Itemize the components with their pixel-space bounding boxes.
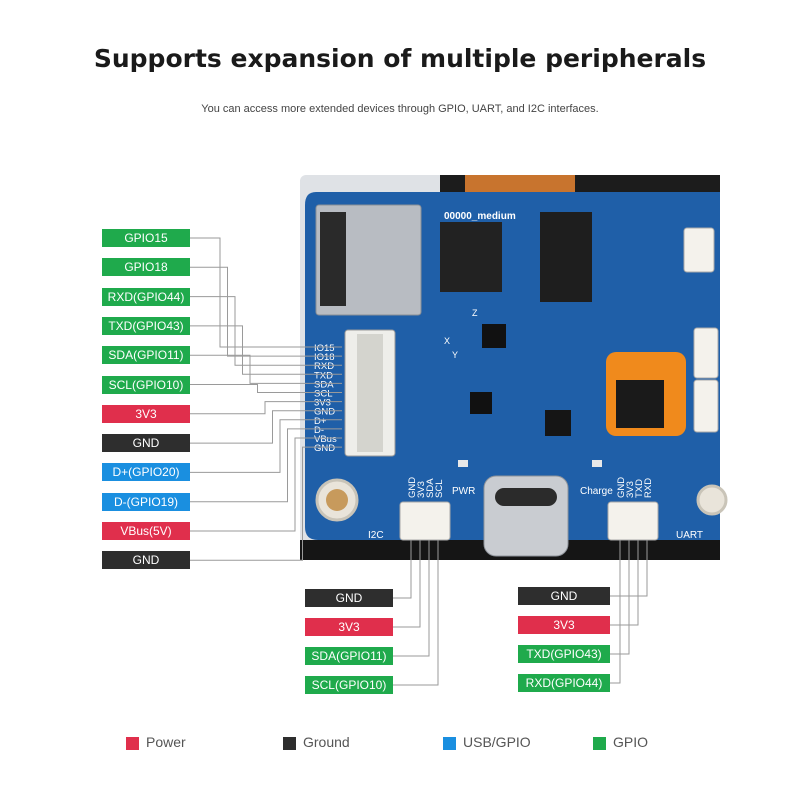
silk-charge-label: Charge xyxy=(580,486,613,497)
small-chip-b xyxy=(545,410,571,436)
left_pins-pin-label: 3V3 xyxy=(102,404,190,423)
silk-left-text: RXD xyxy=(314,361,334,372)
silk-uart-label: UART xyxy=(676,530,703,541)
leader-line xyxy=(190,410,342,444)
legend-label: USB/GPIO xyxy=(463,734,531,750)
silk-left-text: SDA xyxy=(314,379,334,390)
silk-axis-x: X xyxy=(444,336,450,346)
leader-line xyxy=(610,540,639,626)
left_pins-pin-label: SCL(GPIO10) xyxy=(102,375,190,394)
small-chip-a xyxy=(470,392,492,414)
silk-left-text: GND xyxy=(314,407,335,418)
left_pins-pin-label: GND xyxy=(102,551,190,570)
leader-line xyxy=(610,540,621,684)
leader-line xyxy=(393,540,412,599)
leader-line xyxy=(190,354,342,384)
leader-line xyxy=(190,237,342,348)
pwr-led xyxy=(458,460,468,467)
left_pins-pin-label: GPIO18 xyxy=(102,258,190,277)
leader-line xyxy=(393,540,439,686)
i2c_pins-pin-label: SCL(GPIO10) xyxy=(305,676,393,694)
leader-line xyxy=(190,266,342,357)
left_pins-pin-label: SDA(GPIO11) xyxy=(102,346,190,365)
legend-label: Ground xyxy=(303,734,350,750)
imu-chip xyxy=(482,324,506,348)
flash-chip xyxy=(440,222,502,292)
silk-left-text: TXD xyxy=(314,370,333,381)
page-title: Supports expansion of multiple periphera… xyxy=(93,44,707,73)
legend-swatch xyxy=(126,737,139,750)
charge-led xyxy=(592,460,602,467)
silk-pwr-label: PWR xyxy=(452,486,475,497)
uart_pins-pin-label: 3V3 xyxy=(518,616,610,634)
left_pins-pin-label: TXD(GPIO43) xyxy=(102,316,190,335)
leader-line xyxy=(610,540,630,655)
leader-line xyxy=(190,446,342,561)
legend-swatch xyxy=(443,737,456,750)
silk-left-text: SCL xyxy=(314,389,332,400)
fpc-header-slot xyxy=(357,334,383,452)
leader-line xyxy=(190,419,342,473)
leader-line xyxy=(610,540,648,597)
right-connector-top xyxy=(683,227,715,273)
mounting-hole-inner xyxy=(326,489,348,511)
silk-i2c-text: SDA xyxy=(425,478,436,498)
legend-swatch xyxy=(283,737,296,750)
uart_pins-pin-label: TXD(GPIO43) xyxy=(518,645,610,663)
silk-left-text: GND xyxy=(314,443,335,454)
left_pins-pin-label: RXD(GPIO44) xyxy=(102,287,190,306)
leader-line xyxy=(190,384,342,393)
silk-left-text: D- xyxy=(314,425,324,436)
silk-axis-z: Z xyxy=(472,308,478,318)
leader-line xyxy=(393,540,421,628)
leader-line xyxy=(190,296,342,366)
i2c_pins-pin-label: 3V3 xyxy=(305,618,393,636)
silk-uart-text: GND xyxy=(616,477,627,498)
left_pins-pin-label: D+(GPIO20) xyxy=(102,463,190,482)
uart_pins-pin-label: GND xyxy=(518,587,610,605)
left_pins-pin-label: VBus(5V) xyxy=(102,522,190,540)
right-connector-mid xyxy=(693,327,719,379)
legend-label: Power xyxy=(146,734,186,750)
silk-left-text: IO18 xyxy=(314,352,335,363)
i2c-connector xyxy=(399,501,451,541)
silk-left-text: VBus xyxy=(314,434,337,445)
silk-i2c-text: GND xyxy=(407,477,418,498)
usb-c-opening xyxy=(495,488,557,506)
leader-line xyxy=(190,437,342,532)
charger-chip xyxy=(616,380,664,428)
silk-left-text: 3V3 xyxy=(314,398,331,409)
page-subtitle: You can access more extended devices thr… xyxy=(201,103,599,115)
legend-label: GPIO xyxy=(613,734,649,750)
i2c_pins-pin-label: SDA(GPIO11) xyxy=(305,647,393,665)
i2c_pins-pin-label: GND xyxy=(305,589,393,607)
silk-uart-text: 3V3 xyxy=(625,481,636,498)
right-connector-low xyxy=(693,379,719,433)
leader-line xyxy=(190,401,342,415)
silk-i2c-text: 3V3 xyxy=(416,481,427,498)
left_pins-pin-label: GND xyxy=(102,434,190,453)
legend-swatch xyxy=(593,737,606,750)
leader-line xyxy=(393,540,430,657)
silk-i2c-label: I2C xyxy=(368,530,384,541)
silk-chip-text: 00000_medium xyxy=(444,211,516,222)
silk-left-text: IO15 xyxy=(314,343,335,354)
silk-axis-y: Y xyxy=(452,350,458,360)
driver-chip xyxy=(540,212,592,302)
mounting-hole-right xyxy=(696,484,728,516)
silk-left-text: D+ xyxy=(314,416,327,427)
silk-uart-text: RXD xyxy=(643,478,654,498)
silk-i2c-text: SCL xyxy=(434,480,445,498)
uart-connector xyxy=(607,501,659,541)
sd-card-opening xyxy=(320,212,346,306)
left_pins-pin-label: D-(GPIO19) xyxy=(102,492,190,511)
silk-uart-text: TXD xyxy=(634,479,645,498)
left_pins-pin-label: GPIO15 xyxy=(102,229,190,247)
uart_pins-pin-label: RXD(GPIO44) xyxy=(518,674,610,692)
leader-line xyxy=(190,325,342,375)
leader-line xyxy=(190,428,342,503)
